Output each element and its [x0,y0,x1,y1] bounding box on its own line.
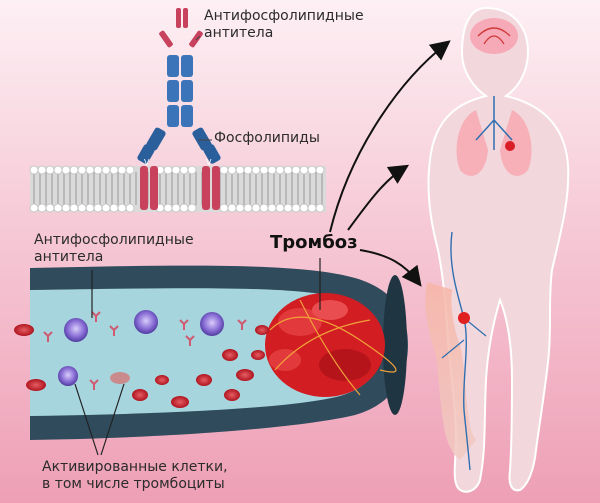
brain-icon [470,18,518,54]
thrombus-clot [265,293,397,397]
activated-cells [58,310,224,386]
thrombosis-label: Тромбоз [270,232,358,253]
phospholipid-membrane [29,165,326,213]
apl-antibodies-vessel-label: Антифосфолипидные антитела [34,232,194,266]
phospholipids-label: Фосфолипиды [214,130,320,146]
leader-lines [74,258,321,456]
apl-antibodies-vessel-line2: антитела [34,249,104,265]
apl-antibodies-vessel-line1: Антифосфолипидные [34,232,194,248]
apl-antibodies-top-line2: антитела [204,25,274,41]
lungs-icon [456,96,532,176]
activated-cells-line1: Активированные клетки, [42,459,228,475]
arrows [329,40,451,287]
apl-antibodies-top-line1: Антифосфолипидные [204,8,364,24]
apl-antibodies-top-label: Антифосфолипидные антитела [204,8,364,42]
membrane-receptors [140,166,220,210]
svg-text:V: V [144,158,150,167]
leg-veins-icon [425,231,487,471]
activated-cells-label: Активированные клетки, в том числе тромб… [42,459,228,493]
activated-cells-line2: в том числе тромбоциты [42,476,225,492]
svg-text:V: V [206,158,212,167]
red-blood-cells [14,324,269,408]
antibody-top: V V [137,8,221,167]
vessel-antibodies [43,311,247,390]
